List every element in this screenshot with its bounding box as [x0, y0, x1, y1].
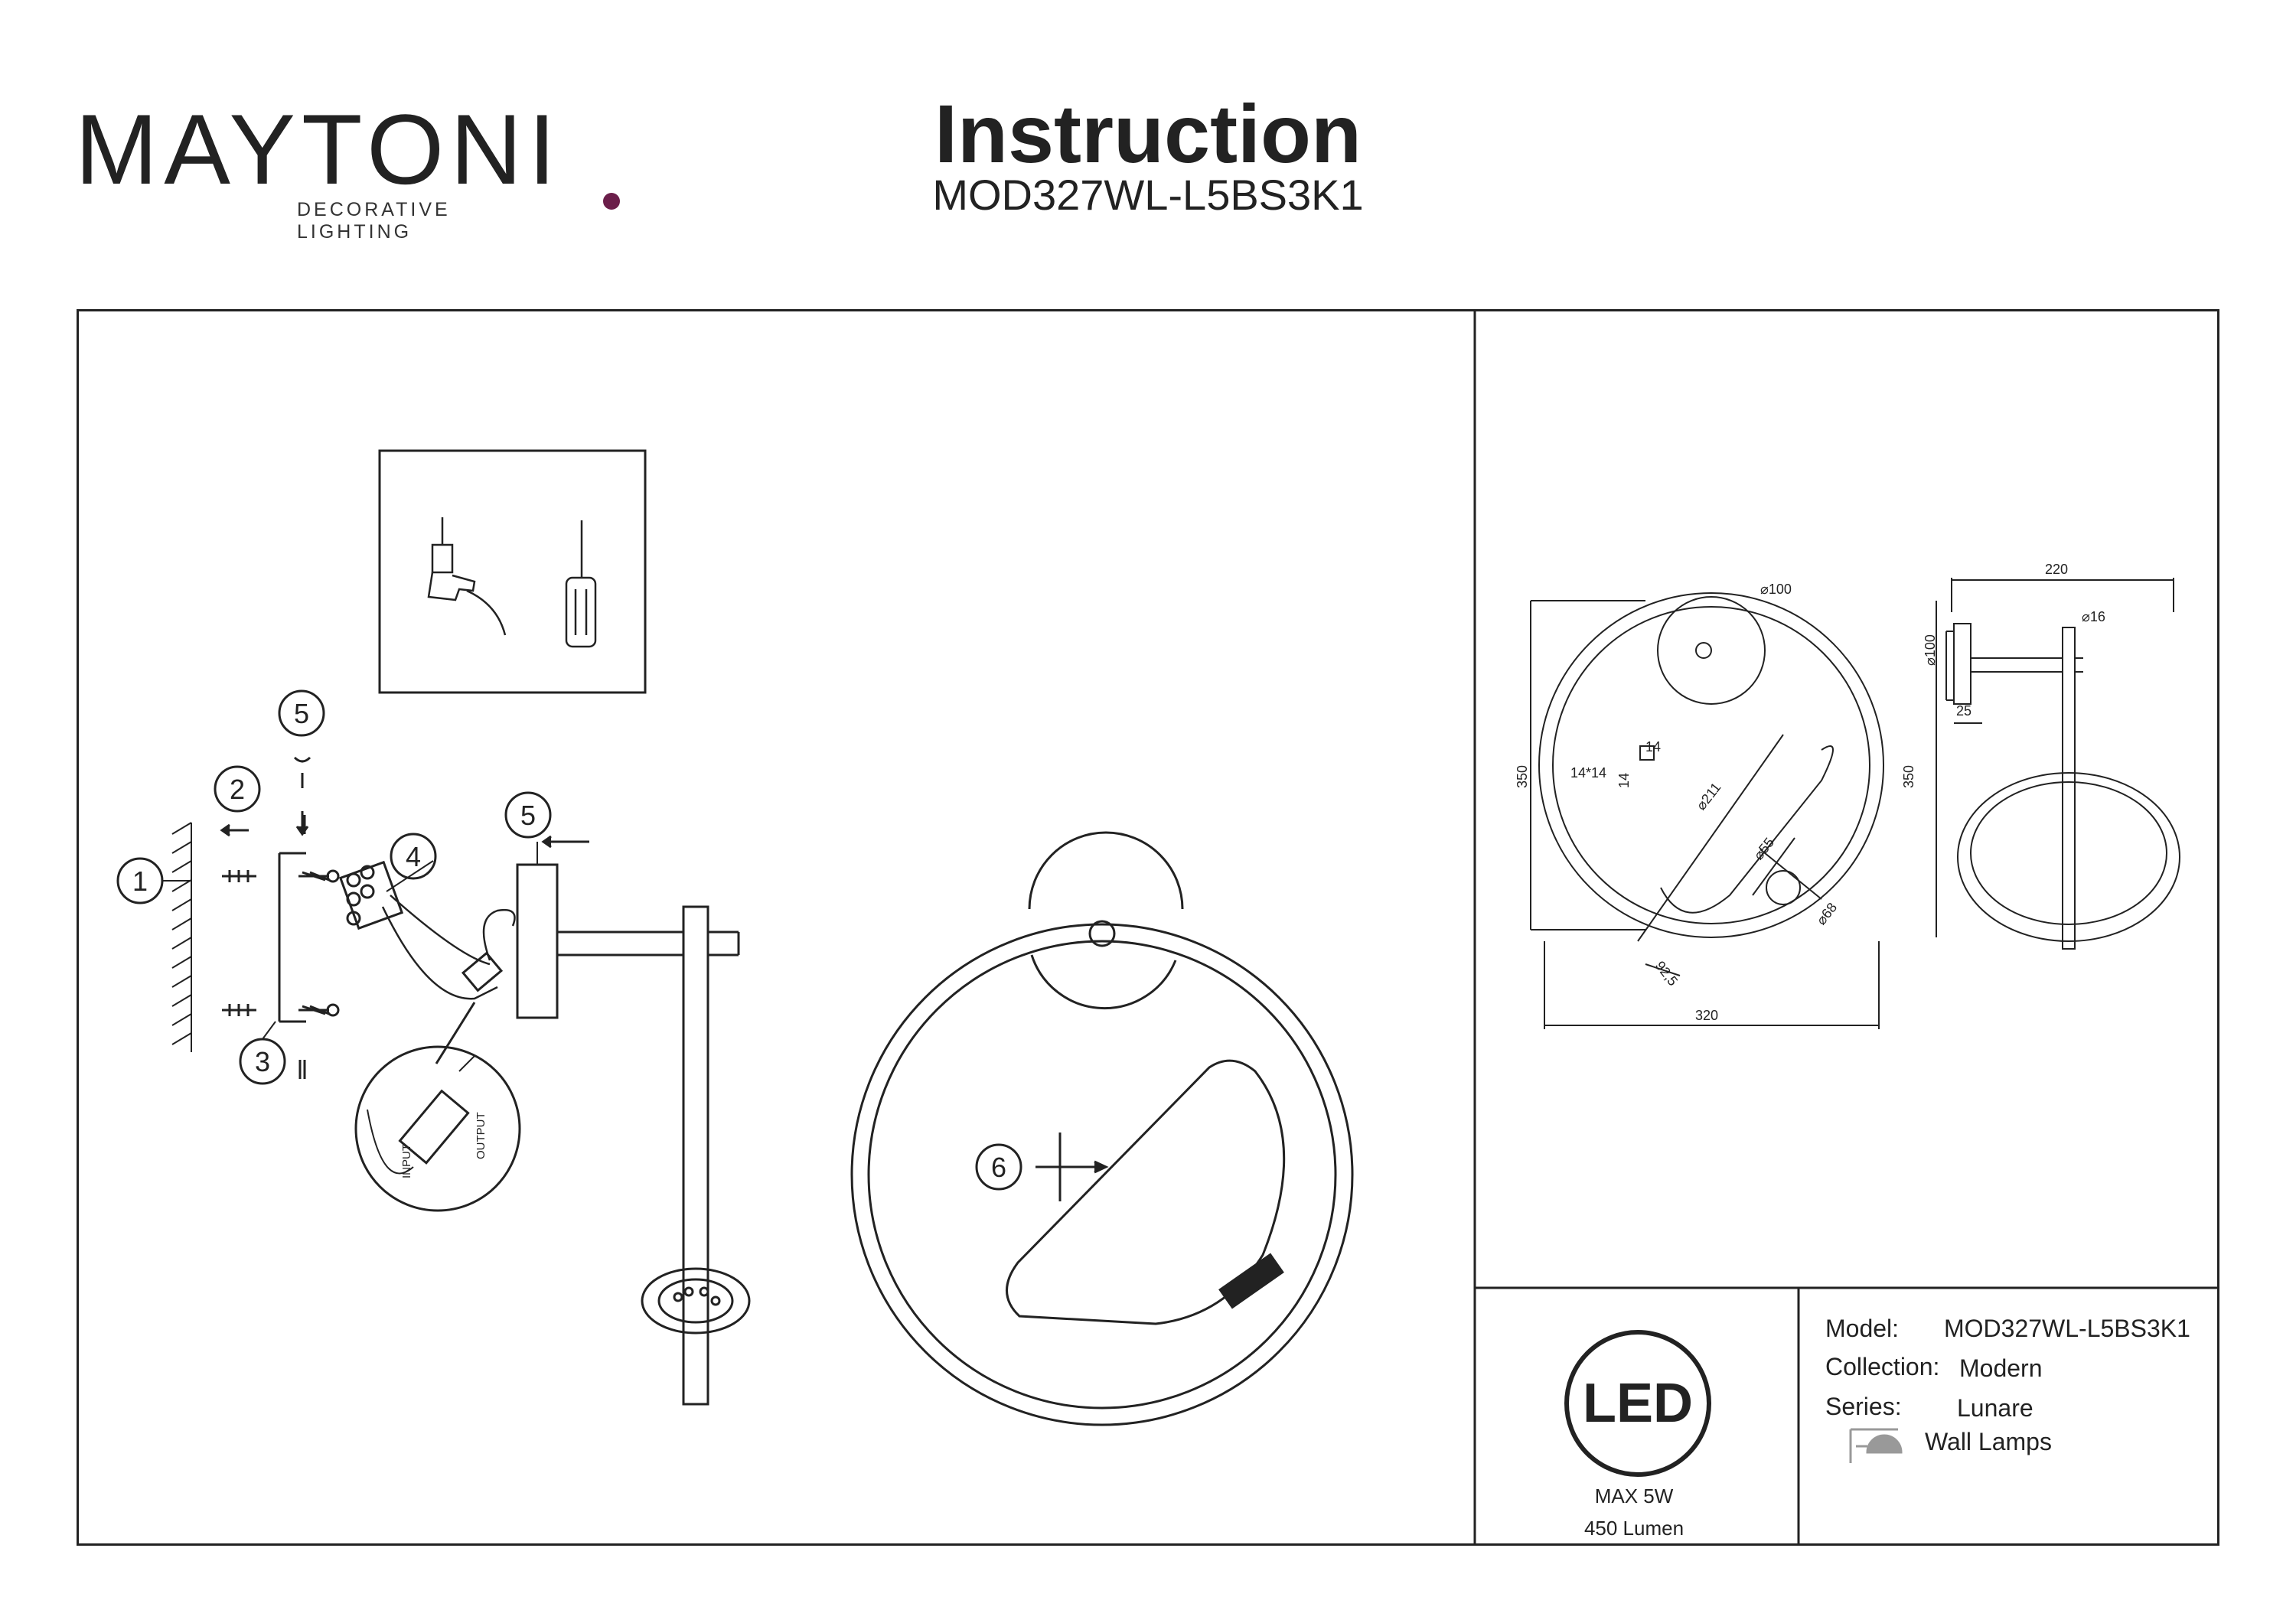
- lamp-ring-outer: [850, 923, 1354, 1426]
- dim-front-square: 14*14: [1570, 765, 1606, 781]
- callout-2-label: 2: [230, 774, 245, 805]
- callout-5a: [278, 689, 325, 737]
- detail-input-label: INPUT: [400, 1144, 413, 1178]
- dim-side-height: 350: [1901, 765, 1916, 788]
- callout-6: [975, 1143, 1022, 1191]
- dim-side-base-depth: 25: [1956, 703, 1971, 719]
- series-value: Lunare: [1957, 1394, 2033, 1422]
- collection-value: Modern: [1959, 1354, 2043, 1382]
- dim-side-base-d: ⌀100: [1923, 634, 1938, 666]
- dim-front-height: 350: [1515, 765, 1530, 788]
- tech-ring-inner: [1552, 606, 1870, 924]
- dim-side-depth: 220: [2045, 562, 2068, 577]
- dim-front-sq-w: 14: [1645, 739, 1661, 754]
- callout-6-label: 6: [991, 1152, 1006, 1183]
- model-label: Model:: [1825, 1315, 1900, 1342]
- dimmer-knob: [641, 1267, 751, 1335]
- tools-box: [378, 449, 647, 694]
- dim-side-rod: ⌀16: [2082, 609, 2105, 624]
- brand-name: MAYTONI: [75, 93, 563, 205]
- model-code: MOD327WL-L5BS3K1: [932, 171, 1364, 219]
- callout-3-label: 3: [255, 1046, 270, 1077]
- led-icon: [1564, 1330, 1711, 1477]
- callout-5b: [504, 791, 552, 839]
- power-rating: MAX 5W: [1594, 1484, 1674, 1507]
- dim-front-offset: 92,5: [1652, 958, 1681, 989]
- wall: [171, 822, 192, 1052]
- lumen-rating: 450 Lumen: [1583, 1517, 1684, 1540]
- driver-detail-circle: [354, 1045, 521, 1212]
- side-ring: [1957, 772, 2180, 942]
- model-value: MOD327WL-L5BS3K1: [1944, 1315, 2190, 1342]
- tech-ring-outer: [1538, 592, 1884, 938]
- instruction-frame: [77, 309, 2219, 1546]
- lamp-ring-side: [682, 905, 709, 1406]
- side-canopy: [1953, 623, 1971, 705]
- detail-driver: [398, 1089, 470, 1165]
- brand-accent-dot: [603, 193, 620, 210]
- dim-front-outer-small: ⌀68: [1813, 900, 1840, 928]
- driver-box: [461, 951, 504, 992]
- dim-front-top-disc: ⌀100: [1760, 582, 1792, 597]
- detail-output-label: OUTPUT: [475, 1112, 488, 1159]
- callout-5b-label: 5: [520, 800, 536, 831]
- tech-wall-disc: [1657, 596, 1766, 705]
- dim-front-sq-h: 14: [1616, 773, 1632, 788]
- type-value: Wall Lamps: [1925, 1428, 2052, 1455]
- dim-front-small: ⌀55: [1750, 835, 1777, 863]
- brand-tagline: DECORATIVE LIGHTING: [297, 199, 451, 243]
- dim-front-width: 320: [1695, 1008, 1718, 1023]
- touch-sensor: [1218, 1253, 1284, 1309]
- wall-canopy: [516, 863, 559, 1019]
- screw-top: [222, 869, 340, 883]
- page-title: Instruction: [934, 87, 1362, 180]
- side-rod: [2062, 627, 2076, 950]
- screw-bottom: [222, 1003, 340, 1017]
- callout-2: [214, 765, 261, 813]
- callout-5a-label: 5: [294, 698, 309, 729]
- lamp-ring-inner: [867, 940, 1337, 1410]
- wall-lamp-icon: [1849, 1428, 1903, 1463]
- screwdriver-icon: [565, 520, 597, 648]
- series-label: Series:: [1825, 1393, 1902, 1420]
- dim-front-inner: ⌀211: [1693, 780, 1724, 813]
- callout-4-label: 4: [406, 841, 421, 872]
- wall-disc: [1028, 831, 1184, 910]
- terminal-block: [338, 860, 404, 930]
- collection-label: Collection:: [1825, 1353, 1940, 1380]
- drill-icon: [427, 517, 507, 636]
- led-icon-text: LED: [1583, 1373, 1693, 1434]
- brand-logo: MAYTONI DECORATIVE LIGHTING: [75, 99, 620, 243]
- callout-1-label: 1: [132, 865, 148, 897]
